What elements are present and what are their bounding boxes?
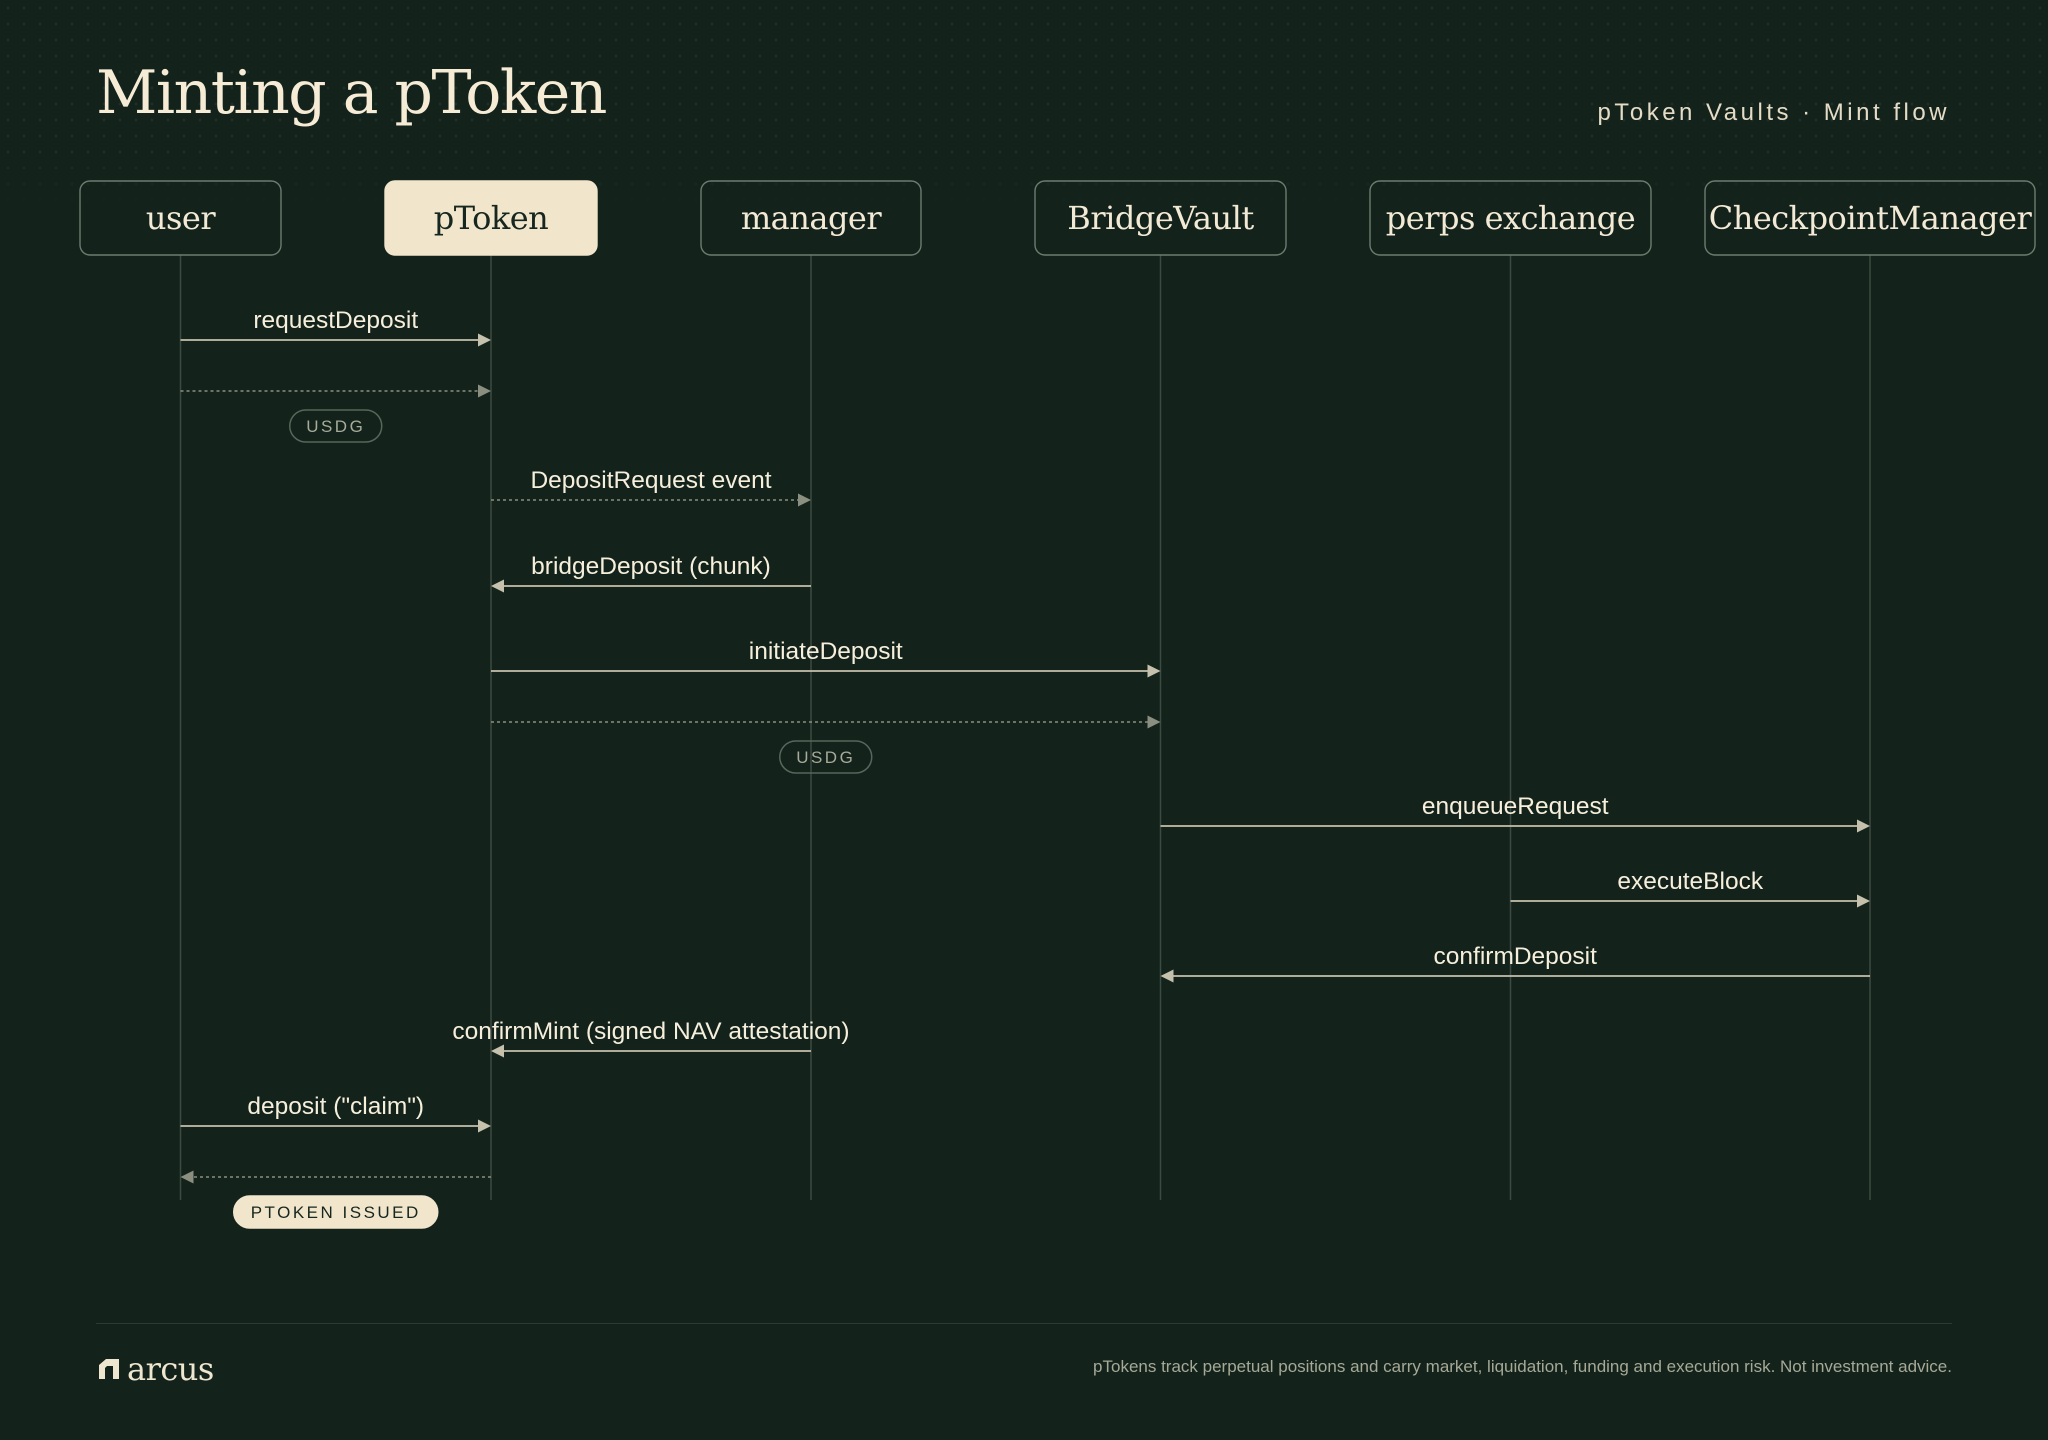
message-6: enqueueRequest <box>1160 793 1870 833</box>
actor-label-ptoken: pToken <box>434 199 549 237</box>
message-label: deposit ("claim") <box>247 1093 424 1120</box>
asset-tag-badge <box>779 740 873 774</box>
arrowhead-icon <box>491 579 504 593</box>
message-9: confirmMint (signed NAV attestation) <box>452 1018 850 1058</box>
page-subtitle: pToken Vaults · Mint flow <box>1597 99 1950 126</box>
message-label: DepositRequest event <box>530 467 771 494</box>
arrowhead-icon <box>1160 969 1174 983</box>
message-label: initiateDeposit <box>749 638 903 665</box>
message-label: confirmDeposit <box>1434 943 1598 970</box>
arrowhead-icon <box>1857 819 1870 833</box>
message-10: deposit ("claim") <box>180 1093 491 1133</box>
message-label: requestDeposit <box>253 307 418 334</box>
page-title: Minting a pToken <box>96 58 607 128</box>
actor-box-checkpoint <box>1704 180 2036 256</box>
actor-label-perps: perps exchange <box>1386 199 1635 237</box>
actor-box-manager <box>700 180 922 256</box>
ptoken-issued-badge <box>233 1195 439 1229</box>
actor-label-checkpoint: CheckpointManager <box>1709 199 2033 237</box>
message-1: USDG <box>180 384 491 443</box>
arrowhead-icon <box>478 1119 491 1133</box>
actor-box-ptoken <box>384 180 598 256</box>
brand-name: arcus <box>127 1350 214 1388</box>
message-11: PTOKEN ISSUED <box>180 1170 491 1229</box>
footer-disclaimer: pTokens track perpetual positions and ca… <box>1093 1357 1952 1376</box>
arrowhead-icon <box>478 384 491 398</box>
arrowhead-icon <box>1857 894 1870 908</box>
arrowhead-icon <box>478 333 491 347</box>
arrowhead-icon <box>798 493 811 507</box>
actor-box-user <box>79 180 282 256</box>
arrowhead-icon <box>491 1044 504 1058</box>
message-label: bridgeDeposit (chunk) <box>531 553 771 580</box>
message-label: confirmMint (signed NAV attestation) <box>452 1018 849 1045</box>
message-label: enqueueRequest <box>1422 793 1609 820</box>
arcus-logo-icon <box>99 1359 119 1379</box>
badge-label: USDG <box>306 417 365 436</box>
actor-label-bridgevault: BridgeVault <box>1067 199 1254 237</box>
footer-divider <box>96 1323 1952 1324</box>
actor-label-manager: manager <box>741 199 883 237</box>
message-0: requestDeposit <box>180 307 491 347</box>
brand: arcus <box>97 1350 214 1388</box>
actor-label-user: user <box>146 199 216 237</box>
message-5: USDG <box>491 715 1161 774</box>
arrowhead-icon <box>1147 715 1161 729</box>
asset-tag-badge <box>289 409 383 443</box>
sequence-diagram: user pToken manager BridgeVault perps exchan… <box>79 180 2036 1229</box>
message-7: executeBlock <box>1510 868 1870 908</box>
message-8: confirmDeposit <box>1160 943 1870 983</box>
message-4: initiateDeposit <box>491 638 1161 678</box>
arrowhead-icon <box>1147 664 1161 678</box>
badge-label: PTOKEN ISSUED <box>251 1203 421 1222</box>
message-2: DepositRequest event <box>491 467 811 507</box>
arrowhead-icon <box>180 1170 194 1184</box>
message-3: bridgeDeposit (chunk) <box>491 553 811 593</box>
actor-box-perps <box>1369 180 1652 256</box>
badge-label: USDG <box>796 748 855 767</box>
message-label: executeBlock <box>1617 868 1763 895</box>
actor-box-bridgevault <box>1034 180 1287 256</box>
